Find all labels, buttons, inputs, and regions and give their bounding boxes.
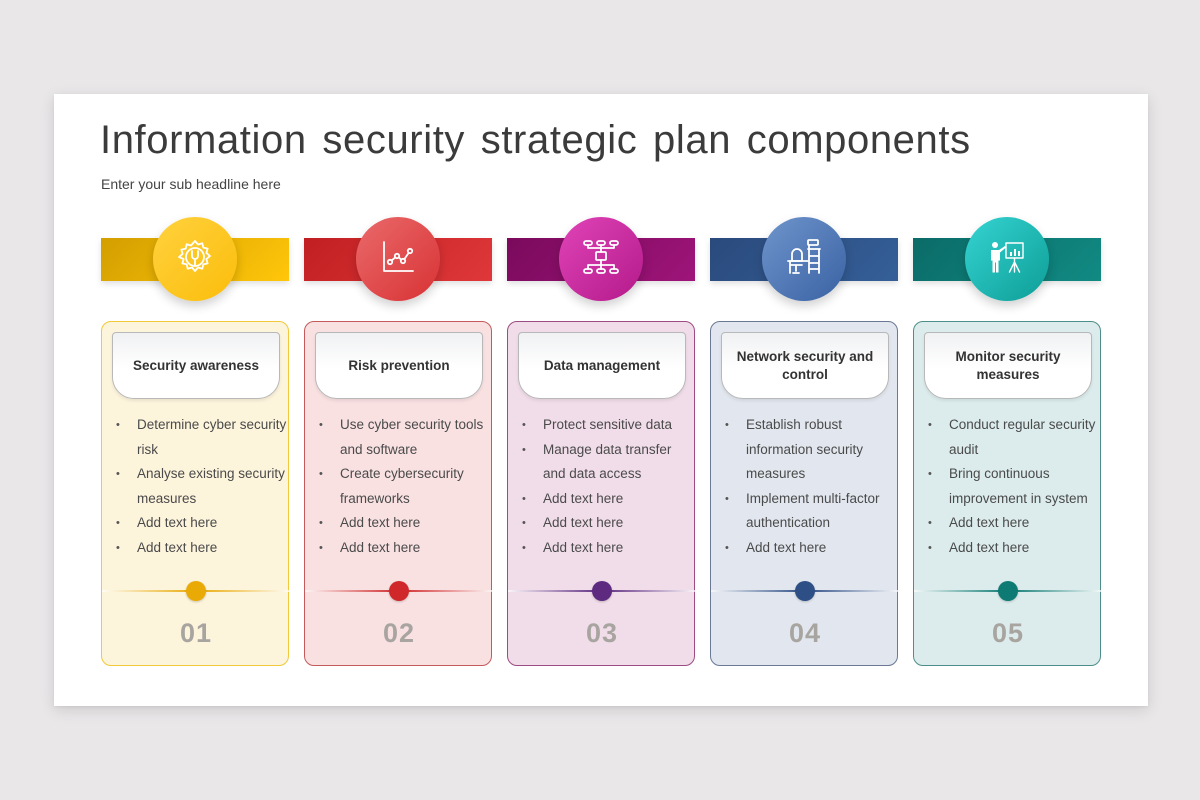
component-column-5: Monitor security measures Conduct regula…	[913, 94, 1102, 706]
card-heading: Risk prevention	[315, 332, 483, 399]
slide: Information security strategic plan comp…	[54, 94, 1148, 706]
bullet-item: Add text here	[319, 536, 493, 561]
bullet-list: Protect sensitive data Manage data trans…	[522, 413, 696, 561]
line-chart-icon	[378, 237, 418, 282]
bullet-list: Use cyber security tools and software Cr…	[319, 413, 493, 561]
card-heading: Monitor security measures	[924, 332, 1092, 399]
slide-title: Information security strategic plan comp…	[100, 118, 971, 162]
card-heading: Security awareness	[112, 332, 280, 399]
bullet-item: Add text here	[928, 536, 1102, 561]
bullet-item: Conduct regular security audit	[928, 413, 1102, 462]
timeline-dot	[186, 581, 206, 601]
bullet-item: Add text here	[116, 511, 290, 536]
bullet-item: Add text here	[928, 511, 1102, 536]
step-number: 05	[991, 618, 1025, 648]
bullet-item: Determine cyber security risk	[116, 413, 290, 462]
icon-circle	[559, 217, 643, 301]
bullet-list: Establish robust information security me…	[725, 413, 899, 561]
bullet-item: Create cybersecurity frameworks	[319, 462, 493, 511]
step-number: 03	[585, 618, 619, 648]
gear-wrench-icon	[175, 237, 215, 282]
step-number: 02	[382, 618, 416, 648]
bullet-item: Implement multi-factor authentication	[725, 487, 899, 536]
component-column-1: Security awareness Determine cyber secur…	[101, 94, 290, 706]
step-number: 01	[179, 618, 213, 648]
bullet-item: Manage data transfer and data access	[522, 438, 696, 487]
component-column-4: Network security and control Establish r…	[710, 94, 899, 706]
presentation-icon	[987, 237, 1027, 282]
icon-circle	[965, 217, 1049, 301]
bullet-item: Add text here	[725, 536, 899, 561]
timeline-dot	[795, 581, 815, 601]
bullet-list: Determine cyber security risk Analyse ex…	[116, 413, 290, 561]
bullet-item: Bring continuous improvement in system	[928, 462, 1102, 511]
icon-circle	[356, 217, 440, 301]
slide-subtitle: Enter your sub headline here	[101, 176, 281, 192]
timeline-dot	[592, 581, 612, 601]
icon-circle	[762, 217, 846, 301]
component-column-3: Data management Protect sensitive data M…	[507, 94, 696, 706]
component-card: Data management Protect sensitive data M…	[507, 321, 696, 666]
step-number: 04	[788, 618, 822, 648]
bullet-item: Add text here	[116, 536, 290, 561]
bullet-item: Analyse existing security measures	[116, 462, 290, 511]
component-card: Monitor security measures Conduct regula…	[913, 321, 1102, 666]
icon-circle	[153, 217, 237, 301]
component-card: Security awareness Determine cyber secur…	[101, 321, 290, 666]
bullet-item: Add text here	[522, 511, 696, 536]
timeline-dot	[998, 581, 1018, 601]
bullet-item: Use cyber security tools and software	[319, 413, 493, 462]
timeline-dot	[389, 581, 409, 601]
card-heading: Network security and control	[721, 332, 889, 399]
bullet-item: Establish robust information security me…	[725, 413, 899, 487]
component-column-2: Risk prevention Use cyber security tools…	[304, 94, 493, 706]
bullet-item: Add text here	[522, 536, 696, 561]
hierarchy-icon	[581, 237, 621, 282]
bullet-item: Add text here	[319, 511, 493, 536]
component-card: Risk prevention Use cyber security tools…	[304, 321, 493, 666]
bullet-item: Add text here	[522, 487, 696, 512]
bullet-list: Conduct regular security audit Bring con…	[928, 413, 1102, 561]
card-heading: Data management	[518, 332, 686, 399]
workstation-icon	[784, 237, 824, 282]
bullet-item: Protect sensitive data	[522, 413, 696, 438]
component-card: Network security and control Establish r…	[710, 321, 899, 666]
